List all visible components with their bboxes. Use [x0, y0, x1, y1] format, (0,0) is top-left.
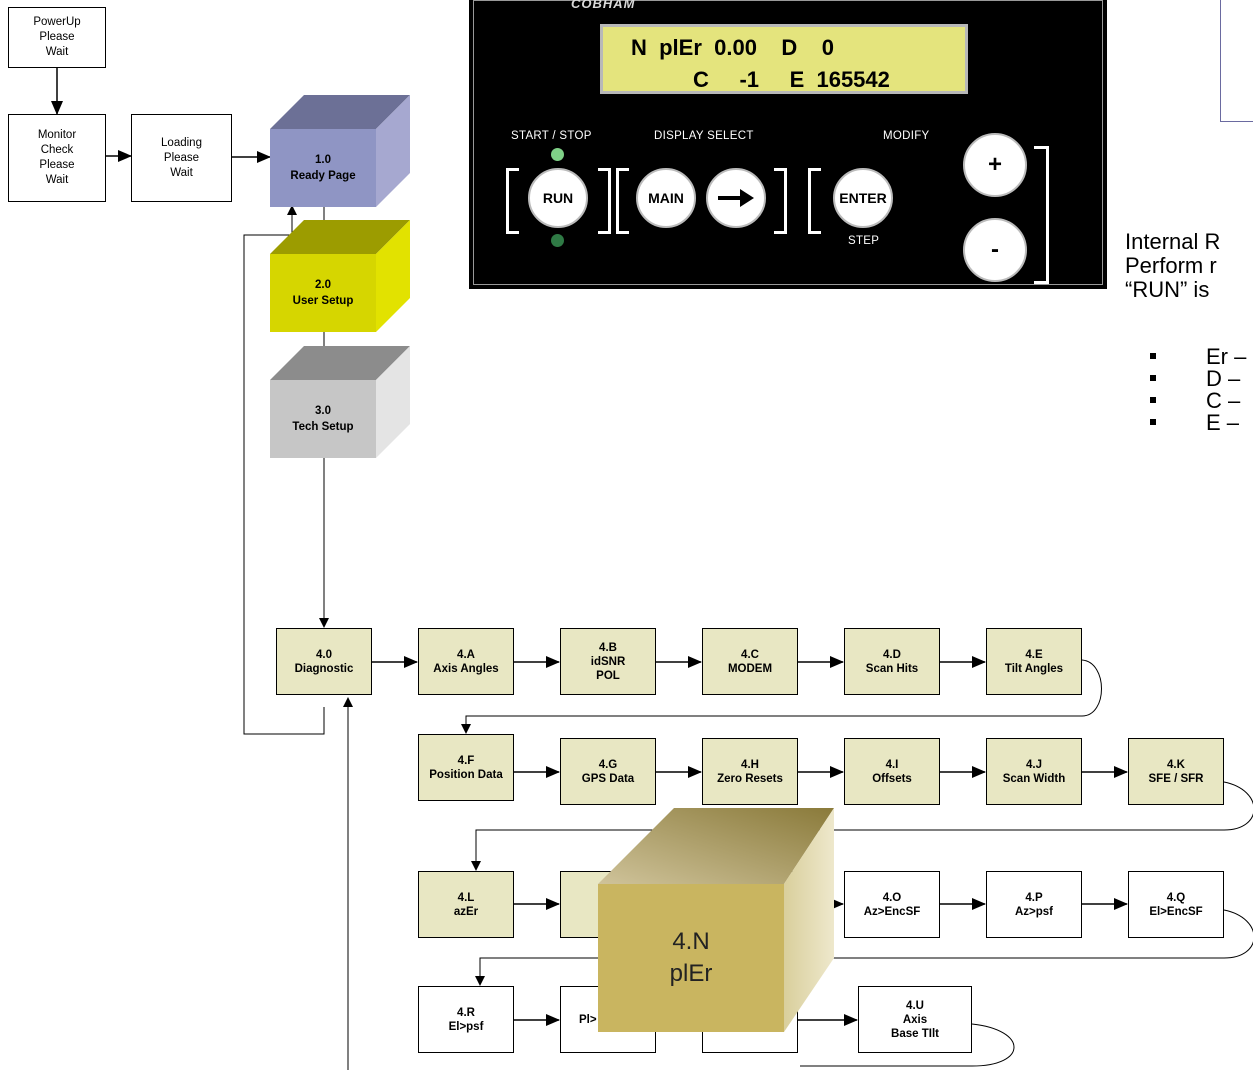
brand-logo: COBHAM: [571, 0, 636, 11]
display-bracket-left: [616, 168, 629, 234]
main-button[interactable]: MAIN: [636, 168, 696, 228]
gps-data-box: 4.G GPS Data: [560, 738, 656, 805]
el-encsf-box: 4.Q El>EncSF: [1128, 871, 1224, 938]
arrow-right-icon: [716, 186, 756, 210]
el-psf-box: 4.R El>psf: [418, 986, 514, 1053]
user-setup-label: 2.0 User Setup: [293, 277, 354, 309]
modify-bracket-right: [1034, 146, 1049, 284]
az-encsf-box: 4.O Az>EncSF: [844, 871, 940, 938]
azer-box: 4.L azEr: [418, 871, 514, 938]
description-line-2: Perform r: [1125, 254, 1220, 278]
step-label: STEP: [848, 235, 879, 247]
axis-angles-box: 4.A Axis Angles: [418, 628, 514, 695]
enter-button[interactable]: ENTER: [833, 168, 893, 228]
description-line-1: Internal R: [1125, 230, 1220, 254]
ready-page-cube: 1.0 Ready Page: [270, 95, 410, 207]
list-item: C –: [1150, 390, 1246, 412]
list-item: Er –: [1150, 346, 1246, 368]
description-text: Internal R Perform r “RUN” is: [1125, 230, 1220, 302]
run-button[interactable]: RUN: [528, 168, 588, 228]
modify-label: MODIFY: [883, 130, 930, 142]
arrow-right-button[interactable]: [706, 168, 766, 228]
start-stop-label: START / STOP: [511, 130, 592, 142]
control-panel: COBHAM N plEr 0.00 D 0 C -1 E 165542 STA…: [469, 0, 1107, 289]
az-psf-box: 4.P Az>psf: [986, 871, 1082, 938]
corner-frame: [1220, 0, 1253, 122]
minus-button[interactable]: -: [963, 218, 1027, 282]
powerup-box: PowerUp Please Wait: [8, 7, 106, 68]
ploer-zoom-label: 4.N plEr: [670, 926, 713, 990]
list-item: E –: [1150, 412, 1246, 434]
lcd-row-2: C -1 E 165542: [693, 67, 890, 93]
idsnr-pol-box: 4.B idSNR POL: [560, 628, 656, 695]
scan-hits-box: 4.D Scan Hits: [844, 628, 940, 695]
diagnostic-box: 4.0 Diagnostic: [276, 628, 372, 695]
run-bracket-right: [598, 168, 611, 234]
run-bracket-left: [506, 168, 519, 234]
tilt-angles-box: 4.E Tilt Angles: [986, 628, 1082, 695]
list-item: D –: [1150, 368, 1246, 390]
legend-list: Er – D – C – E –: [1150, 346, 1246, 434]
enter-bracket-left: [808, 168, 821, 234]
ready-page-label: 1.0 Ready Page: [290, 152, 355, 184]
display-bracket-right: [774, 168, 787, 234]
loading-box: Loading Please Wait: [131, 114, 232, 202]
status-led-top: [551, 148, 564, 161]
axis-base-tilt-box: 4.U Axis Base TIlt: [858, 986, 972, 1053]
tech-setup-cube: 3.0 Tech Setup: [270, 346, 410, 458]
ploer-zoom-cube: 4.N plEr: [598, 808, 834, 1034]
lcd-display: N plEr 0.00 D 0 C -1 E 165542: [600, 24, 968, 94]
monitor-check-box: Monitor Check Please Wait: [8, 114, 106, 202]
lcd-row-1: N plEr 0.00 D 0: [631, 35, 834, 61]
plus-button[interactable]: +: [963, 133, 1027, 197]
modem-box: 4.C MODEM: [702, 628, 798, 695]
description-line-3: “RUN” is: [1125, 278, 1220, 302]
sfe-sfr-box: 4.K SFE / SFR: [1128, 738, 1224, 805]
display-select-label: DISPLAY SELECT: [654, 130, 754, 142]
tech-setup-label: 3.0 Tech Setup: [292, 403, 353, 435]
user-setup-cube: 2.0 User Setup: [270, 220, 410, 332]
status-led-bottom: [551, 234, 564, 247]
offsets-box: 4.I Offsets: [844, 738, 940, 805]
position-data-box: 4.F Position Data: [418, 734, 514, 801]
scan-width-box: 4.J Scan Width: [986, 738, 1082, 805]
zero-resets-box: 4.H Zero Resets: [702, 738, 798, 805]
